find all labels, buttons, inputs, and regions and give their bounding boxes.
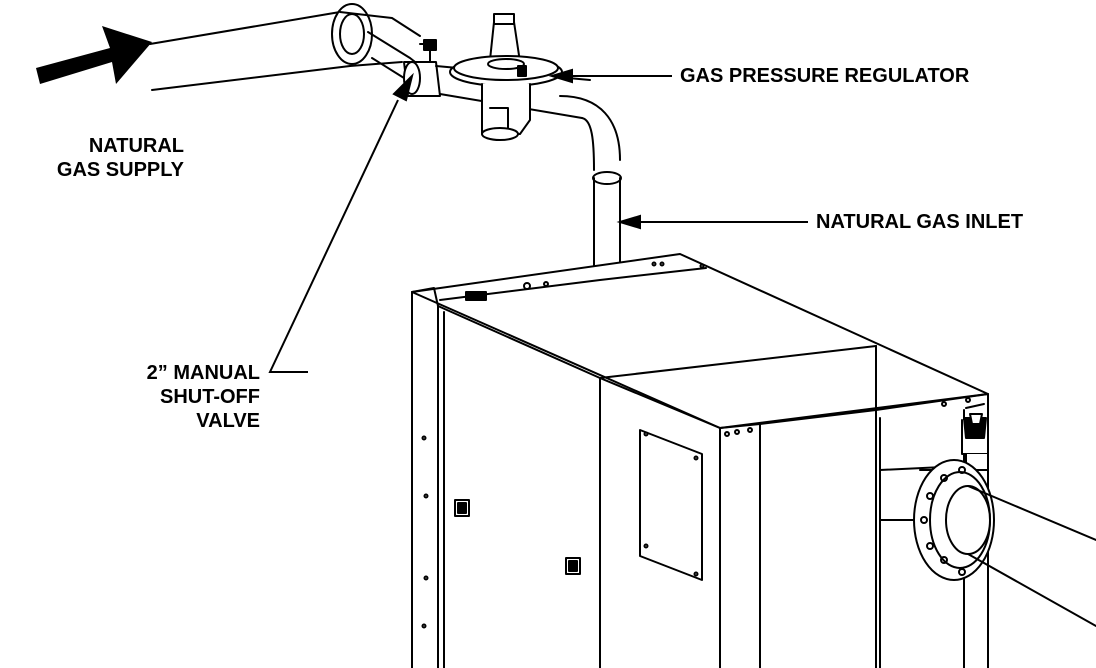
valve-label-line-1: 2” MANUAL: [146, 362, 260, 384]
valve-label: 2” MANUAL SHUT-OFF VALVE: [147, 361, 260, 433]
inlet-label: NATURAL GAS INLET: [816, 210, 1023, 234]
regulator-label: GAS PRESSURE REGULATOR: [680, 64, 969, 88]
gas-pressure-regulator: [449, 13, 563, 141]
supply-pipe: [149, 3, 429, 91]
supply-label-line-1: NATURAL: [88, 135, 184, 157]
valve-label-line-3: VALVE: [196, 410, 260, 432]
supply-label: NATURAL GAS SUPPLY: [57, 134, 184, 182]
valve-leader-line: [268, 72, 414, 373]
valve-label-line-2: SHUT-OFF: [160, 386, 260, 408]
inlet-label-text: NATURAL GAS INLET: [816, 211, 1024, 233]
supply-arrow-icon: [36, 26, 152, 84]
inlet-leader-line: [616, 214, 808, 230]
shut-off-valve: [403, 39, 441, 97]
supply-label-line-2: GAS SUPPLY: [56, 159, 184, 181]
regulator-label-text: GAS PRESSURE REGULATOR: [680, 65, 970, 87]
relief-valve-and-outlet-pipe: [879, 403, 1096, 627]
regulator-leader-line: [548, 68, 672, 84]
boiler-cabinet: [411, 253, 989, 668]
